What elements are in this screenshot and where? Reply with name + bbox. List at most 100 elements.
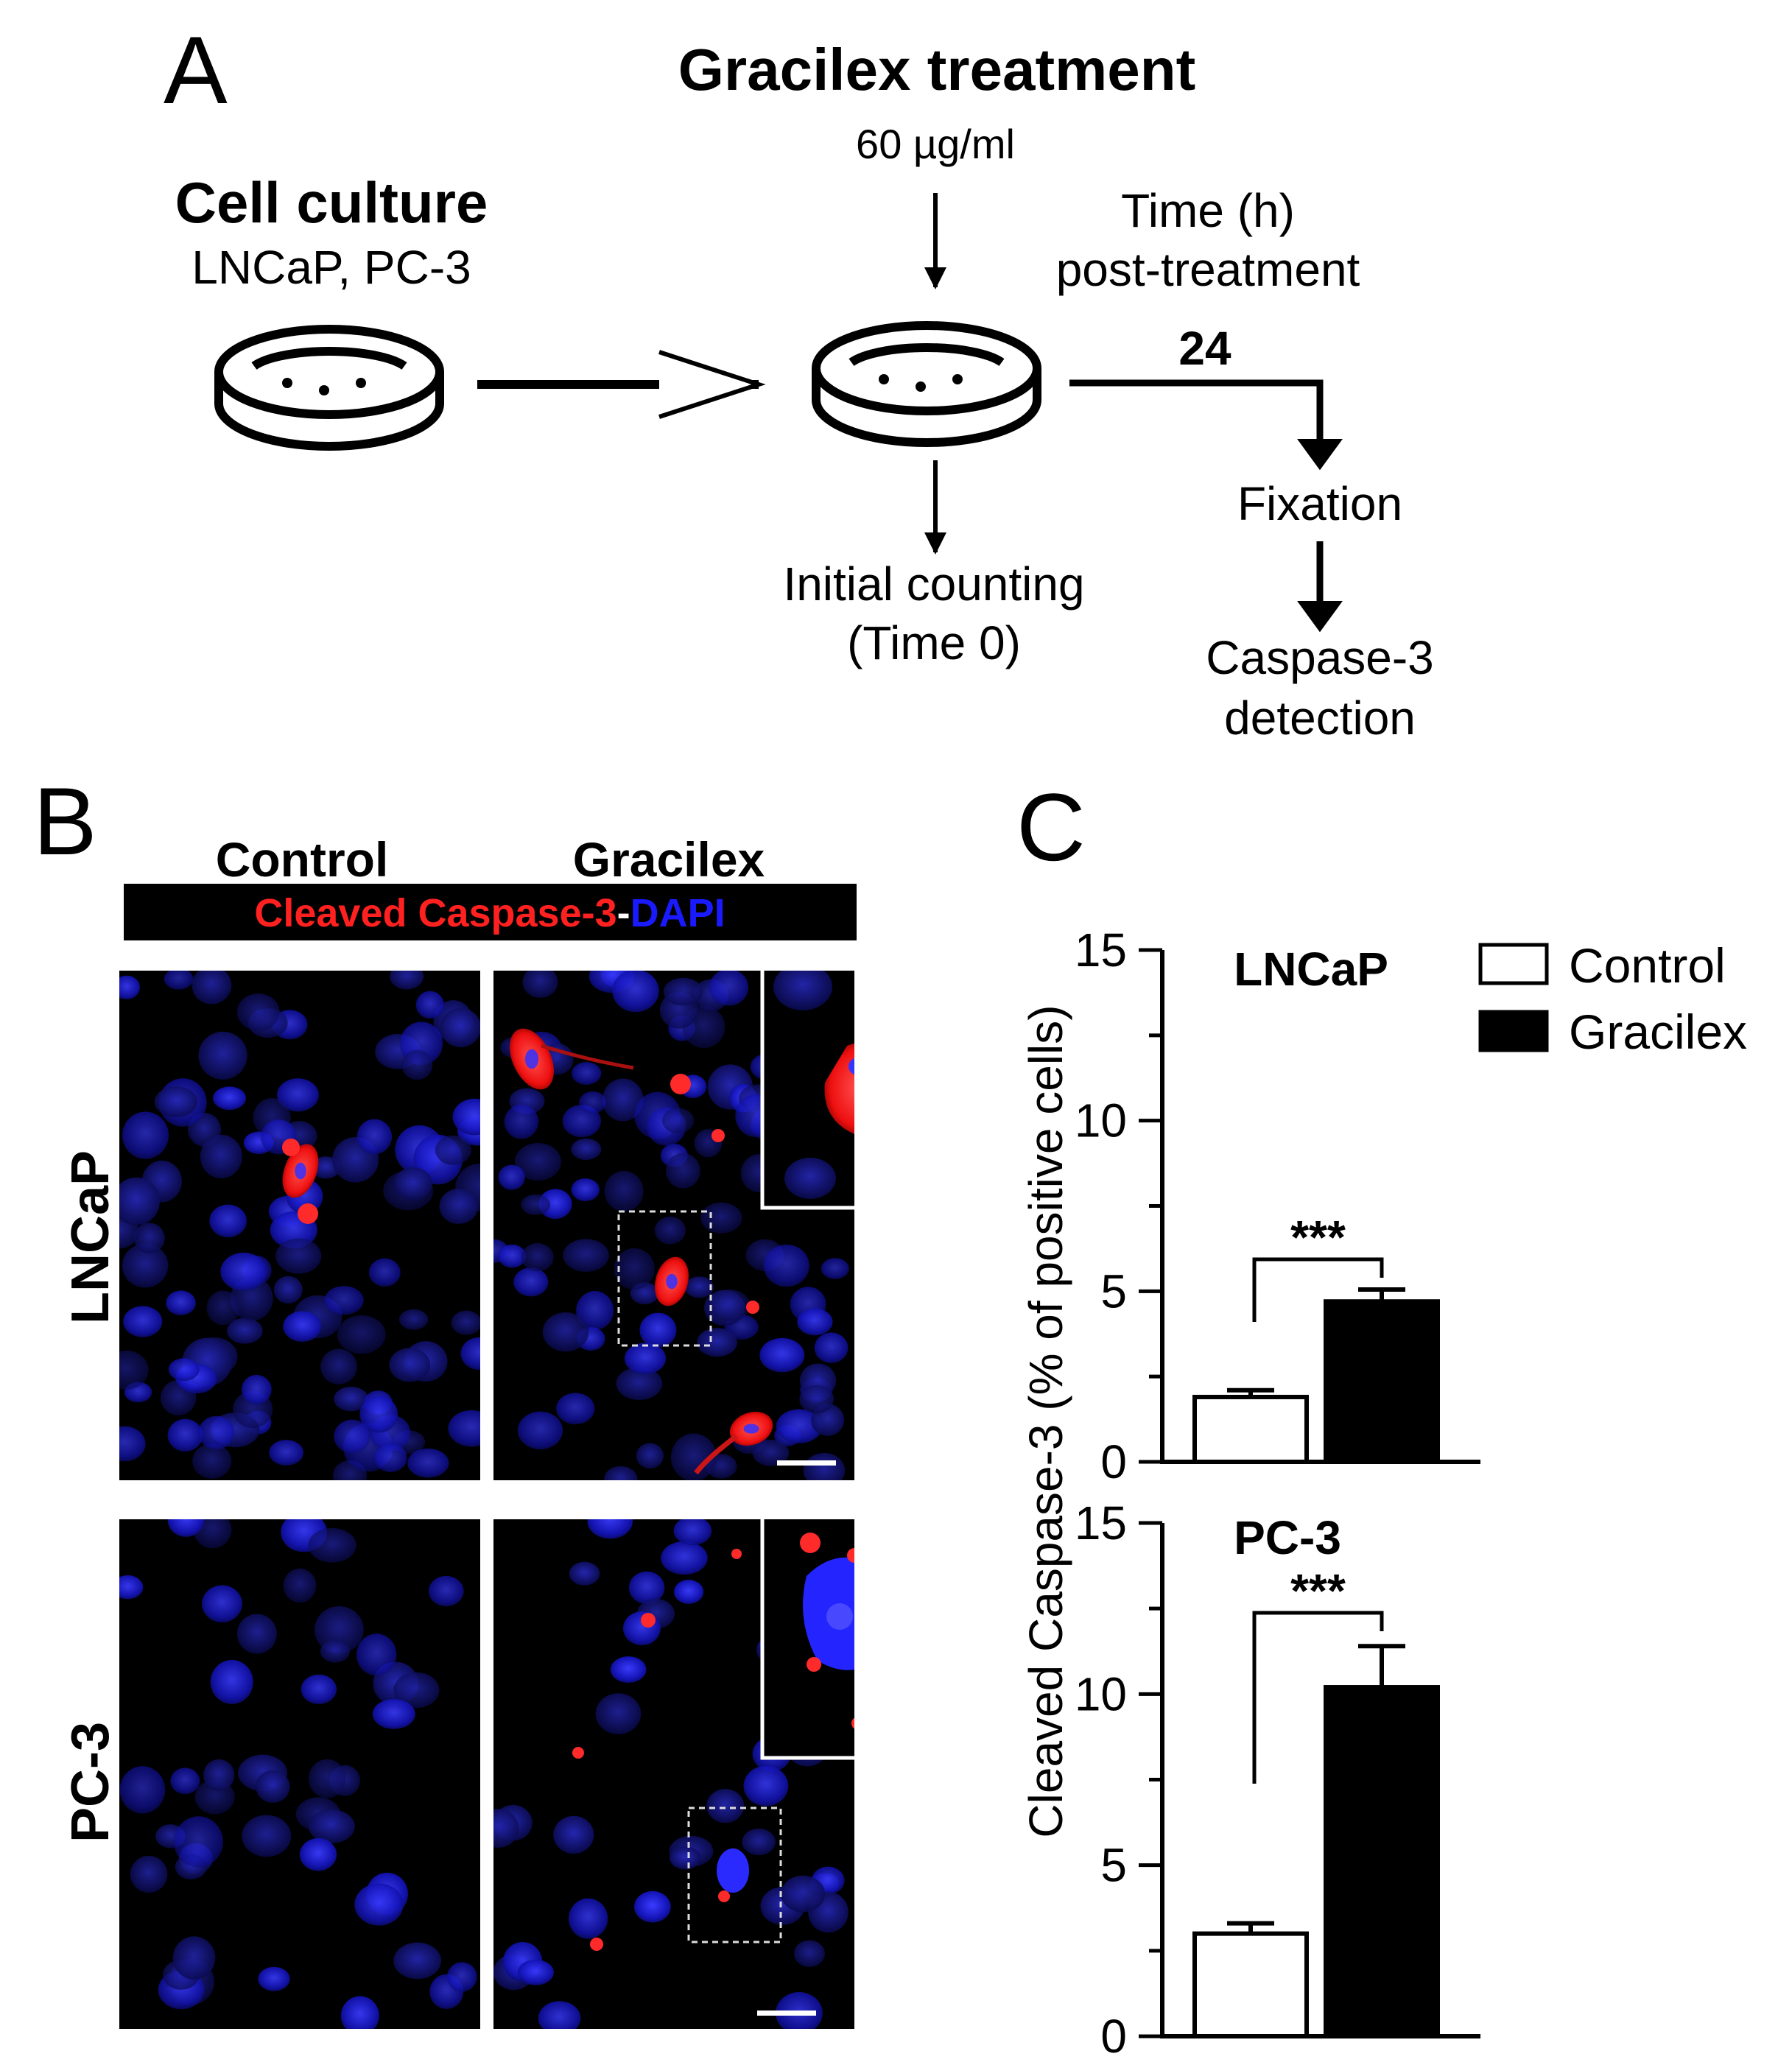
- nucleus: [359, 1396, 398, 1433]
- nucleus: [130, 1855, 168, 1893]
- nucleus: [373, 1443, 407, 1472]
- legend: Control Gracilex: [1478, 938, 1747, 1059]
- nucleus: [521, 1194, 551, 1215]
- nucleus: [193, 1519, 232, 1549]
- nucleus: [763, 1245, 809, 1287]
- nucleus: [538, 1189, 572, 1220]
- inset-region-box: [687, 1807, 782, 1943]
- nucleus: [654, 1216, 686, 1245]
- row-label-pc3: PC-3: [61, 1722, 120, 1843]
- cell-process: [694, 1434, 739, 1475]
- nucleus: [517, 1959, 554, 1985]
- nucleus: [673, 1519, 712, 1546]
- treatment-title: Gracilex treatment: [678, 37, 1196, 102]
- nucleus: [460, 1337, 480, 1371]
- nucleus: [595, 1693, 642, 1734]
- y-tick-label-pc3: 5: [1100, 1839, 1127, 1892]
- nucleus: [709, 971, 749, 1006]
- nucleus: [563, 1239, 609, 1272]
- nucleus: [504, 1104, 539, 1139]
- nucleus: [122, 1243, 169, 1288]
- nucleus: [517, 1411, 563, 1450]
- y-axis-label: Cleaved Caspase-3 (% of positive cells): [1019, 1005, 1072, 1837]
- nucleus: [440, 1007, 480, 1048]
- time-value: 24: [1178, 322, 1231, 375]
- scale-bar: [777, 1460, 836, 1466]
- caspase-signal-dot: [851, 1717, 854, 1729]
- nucleus: [498, 1244, 527, 1268]
- nucleus: [123, 1306, 163, 1337]
- nucleus: [568, 1898, 608, 1939]
- initial-counting-line1: Initial counting: [783, 557, 1084, 611]
- y-tick-label-pc3: 10: [1075, 1667, 1127, 1720]
- nucleus: [242, 1815, 292, 1857]
- panel-b-letter: B: [33, 767, 97, 875]
- caspase-signal-dot: [641, 1613, 656, 1628]
- nucleus: [407, 1448, 449, 1478]
- nucleus: [122, 1111, 169, 1159]
- caspase-signal-dot: [711, 1129, 725, 1142]
- scale-bar: [757, 2011, 816, 2016]
- caspase-detection-line2: detection: [1224, 692, 1416, 745]
- nucleus: [309, 1759, 346, 1798]
- y-tick-label-lncap: 0: [1100, 1435, 1127, 1488]
- caspase-signal-dot: [572, 1747, 584, 1759]
- nucleus: [670, 1846, 701, 1870]
- nucleus: [415, 991, 444, 1019]
- nucleus: [448, 1410, 480, 1447]
- caspase-signal-dot: [847, 1548, 854, 1563]
- nucleus: [295, 1162, 306, 1180]
- nucleus: [614, 1248, 655, 1290]
- nucleus: [446, 1962, 477, 1992]
- nucleus: [401, 1049, 433, 1080]
- nucleus: [579, 1091, 607, 1114]
- nucleus: [885, 1141, 941, 1186]
- nucleus: [269, 1440, 304, 1466]
- caspase-detection-line1: Caspase-3: [1206, 631, 1434, 684]
- nucleus: [227, 1318, 263, 1344]
- nucleus: [848, 1058, 854, 1075]
- nucleus: [670, 1433, 717, 1480]
- nucleus: [493, 1809, 519, 1848]
- nucleus: [673, 1580, 704, 1604]
- nucleus: [662, 1108, 695, 1134]
- nucleus: [717, 1848, 749, 1893]
- legend-swatch-gracilex: [1478, 1010, 1549, 1052]
- time-label-line2: post-treatment: [1056, 243, 1360, 296]
- nucleus: [340, 1996, 379, 2029]
- nucleus: [119, 1350, 149, 1390]
- nucleus: [743, 1765, 789, 1807]
- culture-to-treatment-arrow: [477, 350, 766, 419]
- nucleus: [174, 1816, 223, 1868]
- significance-bracket-lncap: [1252, 1257, 1384, 1322]
- panel-a: A Gracilex treatment 60 µg/ml Cell cultu…: [164, 16, 1434, 745]
- inset-region-box: [617, 1210, 712, 1347]
- nucleus: [576, 1291, 614, 1331]
- fixation-label: Fixation: [1237, 477, 1402, 530]
- nucleus: [256, 1770, 290, 1804]
- nucleus: [202, 1585, 242, 1622]
- nucleus: [553, 1815, 594, 1854]
- nucleus: [666, 1273, 678, 1290]
- nucleus: [324, 1286, 364, 1315]
- nucleus: [610, 1656, 647, 1684]
- nucleus: [587, 1519, 633, 1539]
- nucleus: [276, 1078, 319, 1112]
- nucleus: [356, 1119, 393, 1155]
- nucleus: [666, 1153, 700, 1189]
- nucleus: [308, 1528, 356, 1563]
- nucleus: [498, 1164, 525, 1190]
- nucleus: [604, 1170, 644, 1212]
- bar-pc3-gracilex: [1324, 1685, 1440, 2039]
- significance-stars-lncap: ***: [1290, 1211, 1346, 1264]
- caspase-signal-dot: [800, 1533, 821, 1553]
- nucleus: [393, 1672, 440, 1709]
- panel-a-letter: A: [164, 16, 228, 124]
- caspase-signal-dot: [670, 1074, 691, 1094]
- nucleus: [435, 1135, 471, 1165]
- nucleus: [206, 1290, 240, 1326]
- nucleus: [803, 1453, 846, 1480]
- nucleus: [119, 1766, 166, 1814]
